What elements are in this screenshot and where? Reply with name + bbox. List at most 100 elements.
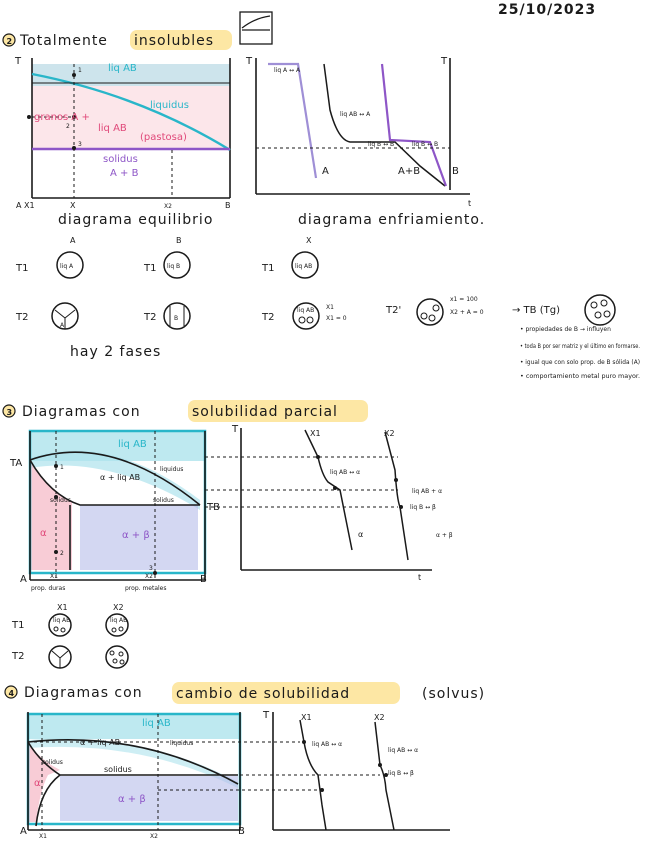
label-liq-ab: liq AB — [142, 718, 171, 729]
section-title: Totalmente — [19, 33, 108, 49]
cool-liq-ab-a: liq AB ↔ A — [340, 111, 371, 118]
row-t2-prime: T2' — [385, 305, 401, 316]
row-t2-b: T2 — [143, 312, 156, 323]
label-solidus: solidus — [42, 759, 63, 766]
label-alpha: α — [40, 528, 47, 539]
micro-liq-1: liq AB — [53, 617, 70, 624]
section-title-highlight: solubilidad parcial — [192, 404, 338, 420]
row-t2-x: T2 — [261, 312, 274, 323]
tb-label: → TB (Tg) — [512, 305, 560, 316]
cool-liq-b-2: liq B ↔ B — [412, 141, 438, 148]
col-a: A — [70, 236, 76, 245]
micro-liq-ab-t2: liq AB — [297, 307, 314, 314]
row-t1-x: T1 — [261, 263, 274, 274]
cool-liq-b: liq B ↔ β — [388, 770, 414, 777]
section-2: 2 Totalmente insolubles T — [3, 12, 640, 380]
axis-x2: X2 — [164, 203, 172, 210]
row-t2: T2 — [15, 312, 28, 323]
label-liquidus: liquidus — [150, 100, 189, 111]
axis-b: B — [200, 574, 207, 585]
section-4: 4 Diagramas con cambio de solubilidad (s… — [5, 682, 485, 840]
label-liq-ab-2: liq AB — [98, 123, 127, 134]
cool-alpha: α — [358, 530, 363, 539]
label-prop-duras: prop. duras — [31, 585, 65, 592]
cooling-diagram: T T liq A ↔ A liq AB ↔ A liq B ↔ B liq B… — [245, 56, 485, 228]
point-2: 2 — [66, 123, 70, 130]
note-x1-zero: X1 = 0 — [326, 315, 347, 322]
axis-x: X — [70, 201, 76, 210]
section-title-highlight: cambio de solubilidad — [176, 686, 350, 702]
axis-b: B — [225, 201, 231, 210]
micro-x1: X1 — [57, 603, 68, 612]
point-3: 3 — [78, 141, 82, 148]
label-solidus: solidus — [50, 497, 71, 504]
label-granos: granos A + — [34, 112, 90, 123]
point-1: 1 — [60, 464, 64, 471]
date: 25/10/2023 — [498, 2, 596, 18]
section-title-highlight: insolubles — [134, 33, 214, 49]
cool-label-b: B — [452, 166, 459, 177]
label-alpha-b: α + β — [118, 794, 146, 805]
caption-equilibrio: diagrama equilibrio — [58, 212, 213, 228]
cool-label-a-plus-b: A+B — [398, 166, 420, 177]
axis-x2: X2 — [145, 573, 153, 580]
label-prop-metales: prop. metales — [125, 585, 167, 592]
number-circle-icon: 4 — [5, 686, 17, 698]
cool-liq-ab-plus: liq AB + α — [412, 488, 442, 495]
number-circle-icon: 3 — [3, 405, 15, 417]
section-title: Diagramas con — [22, 404, 141, 420]
cool-t-end: t — [418, 573, 421, 582]
equilibrium-sketch-icon — [240, 12, 272, 44]
section-3: 3 Diagramas con solubilidad parcial liq … — [3, 400, 453, 668]
number-circle-icon: 2 — [3, 34, 15, 46]
col-x: X — [306, 236, 312, 245]
label-alpha: α — [34, 778, 41, 789]
label-liq-ab: liq AB — [108, 63, 137, 74]
solvus-diagram: liq AB α + liq AB liquidus solidus solid… — [20, 712, 380, 840]
note-x-hundred: x1 = 100 — [450, 296, 478, 303]
label-liquidus: liquidus — [170, 740, 193, 747]
row-t2: T2 — [11, 651, 24, 662]
cool-t-axis-right: T — [440, 56, 448, 67]
label-a-plus-b: A + B — [110, 168, 139, 179]
partial-microstructures: X1 X2 T1 liq AB liq AB T2 — [11, 603, 128, 668]
equilibrium-diagram: T 1 2 3 liq AB liquidus granos A + liq A… — [14, 56, 231, 228]
row-t1-b: T1 — [143, 263, 156, 274]
label-pastosa: (pastosa) — [140, 132, 187, 143]
axis-a: A — [20, 826, 27, 837]
col-b: B — [176, 236, 182, 245]
cool-liq-ab-alpha: liq AB ↔ α — [330, 469, 360, 476]
cool-liq-b: liq B ↔ B — [368, 141, 394, 148]
note-x-sum: X2 + A = 0 — [450, 309, 484, 316]
label-solidus-2: solidus — [104, 765, 132, 774]
axis-x2: X2 — [150, 833, 158, 840]
axis-b: B — [238, 826, 245, 837]
label-alpha-b: α + β — [122, 530, 150, 541]
section-number: 3 — [7, 408, 13, 417]
point-2: 2 — [60, 550, 64, 557]
cool-x1: X1 — [310, 429, 321, 438]
note-x1: X1 — [326, 304, 334, 311]
note-4: • comportamiento metal puro mayor. — [520, 373, 640, 380]
section-number: 4 — [9, 689, 15, 698]
cool-alpha-b: α + β — [436, 532, 453, 539]
fases-note: hay 2 fases — [70, 344, 161, 360]
micro-x2: X2 — [113, 603, 124, 612]
point-3: 3 — [149, 565, 153, 572]
micro-liq-a: liq A — [60, 263, 74, 270]
section-title: Diagramas con — [24, 685, 143, 701]
label-ta: TA — [9, 458, 22, 469]
label-solidus-2: solidus — [153, 497, 174, 504]
label-solidus: solidus — [103, 154, 138, 165]
cool-x2: X2 — [374, 713, 385, 722]
partial-solubility-diagram: liq AB TA TB liquidus α + liq AB solidus… — [9, 431, 220, 592]
label-liquidus: liquidus — [160, 466, 183, 473]
row-t1: T1 — [15, 263, 28, 274]
axis-a: A — [20, 574, 27, 585]
cool-liq-ab-2: liq AB ↔ α — [388, 747, 418, 754]
axis-x1: X1 — [39, 833, 47, 840]
micro-liq-ab: liq AB — [295, 263, 312, 270]
note-3: • igual que con solo prop. de B sólida (… — [520, 359, 640, 366]
cool-t-axis: T — [231, 424, 239, 435]
